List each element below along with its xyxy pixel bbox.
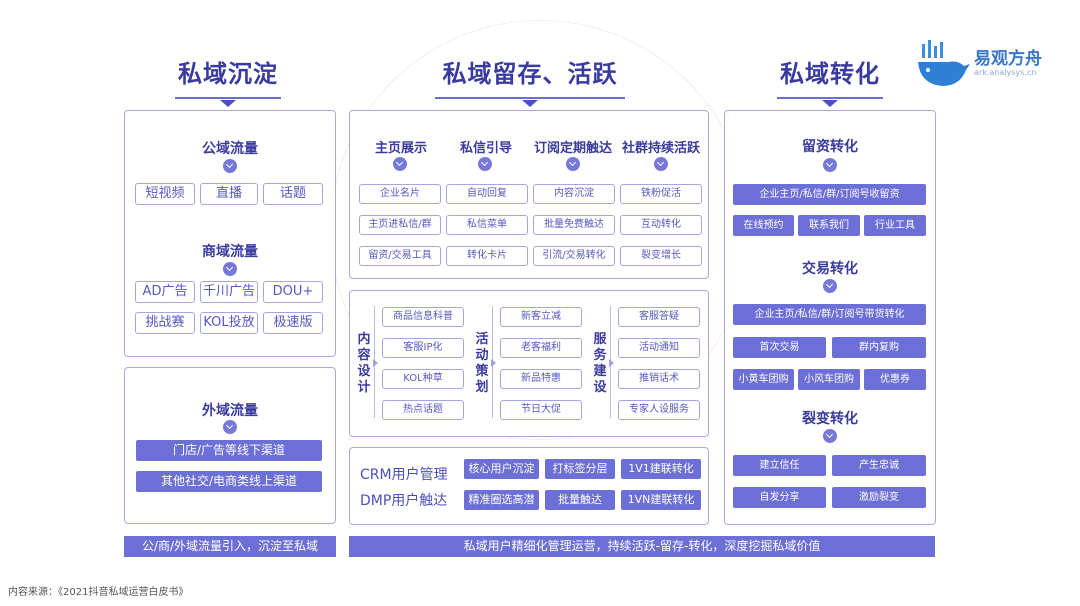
dmp-tag: 精准圈选高潜 <box>464 490 539 510</box>
chevron-down-icon <box>223 262 237 276</box>
chevron-down-icon <box>566 157 580 171</box>
business-traffic-tag: 挑战赛 <box>135 312 195 334</box>
design-tag: 热点话题 <box>382 400 464 420</box>
touchpoint-tag: 转化卡片 <box>446 246 528 266</box>
public-traffic-tag: 话题 <box>263 183 323 205</box>
content-design-label: 内容设计 <box>357 332 371 395</box>
trade-main-item: 企业主页/私信/群/订阅号带货转化 <box>733 304 926 325</box>
logo-url: ark.analysys.cn <box>974 68 1037 77</box>
external-channel-item: 门店/广告等线下渠道 <box>136 440 322 461</box>
trade-tag: 小风车团购 <box>798 369 860 390</box>
touchpoint-tag: 引流/交易转化 <box>533 246 615 266</box>
trade-conversion-title: 交易转化 <box>802 261 858 277</box>
lead-tag: 联系我们 <box>798 215 860 236</box>
touchpoint-tag: 自动回复 <box>446 184 528 204</box>
touchpoint-tag: 互动转化 <box>620 215 702 235</box>
chevron-down-icon <box>823 158 837 172</box>
fission-conversion-title: 裂变转化 <box>802 411 858 427</box>
touchpoint-tag: 批量免费触达 <box>533 215 615 235</box>
logo-name: 易观方舟 <box>974 49 1042 69</box>
chevron-down-icon <box>393 157 407 171</box>
design-tag: 老客福利 <box>500 338 582 358</box>
lead-conversion-title: 留资转化 <box>802 139 858 155</box>
design-tag: 客服IP化 <box>382 338 464 358</box>
trade-tag: 小黄车团购 <box>733 369 794 390</box>
public-traffic-tag: 直播 <box>200 183 258 205</box>
left-summary-bar: 公/商/外域流量引入，沉淀至私域 <box>124 536 336 557</box>
service-building-label: 服务建设 <box>593 332 607 395</box>
external-traffic-title: 外域流量 <box>202 403 258 419</box>
crm-tag: 1V1建联转化 <box>621 459 701 479</box>
trade-tag: 首次交易 <box>733 337 826 358</box>
touchpoint-tag: 留资/交易工具 <box>359 246 441 266</box>
business-traffic-tag: 千川广告 <box>200 281 258 303</box>
design-tag: 新品特惠 <box>500 369 582 389</box>
middle-column-title: 私域留存、活跃 <box>432 54 628 107</box>
design-tag: 推销话术 <box>618 369 700 389</box>
touchpoint-tag: 私信菜单 <box>446 215 528 235</box>
touchpoint-header: 订阅定期触达 <box>533 141 612 156</box>
touchpoint-header: 私信引导 <box>459 141 512 156</box>
dmp-tag: 1VN建联转化 <box>621 490 701 510</box>
trade-tag: 优惠券 <box>864 369 926 390</box>
business-traffic-tag: DOU+ <box>263 281 323 303</box>
design-tag: 商品信息科普 <box>382 307 464 327</box>
public-traffic-title: 公域流量 <box>202 141 258 157</box>
left-column-title: 私域沉淀 <box>172 54 284 107</box>
chevron-down-icon <box>823 429 837 443</box>
arrow-right-icon <box>609 359 614 367</box>
fission-tag: 激励裂变 <box>832 487 926 508</box>
right-column-title: 私域转化 <box>774 54 886 107</box>
whale-logo-icon <box>918 40 970 86</box>
touchpoint-header: 主页展示 <box>374 141 427 156</box>
chevron-down-icon <box>654 157 668 171</box>
crm-tag: 打标签分层 <box>545 459 615 479</box>
design-tag: 新客立减 <box>500 307 582 327</box>
lead-main-item: 企业主页/私信/群/订阅号收留资 <box>733 184 926 205</box>
chevron-down-icon <box>478 157 492 171</box>
touchpoint-tag: 企业名片 <box>359 184 441 204</box>
business-traffic-tag: 极速版 <box>263 312 323 334</box>
touchpoint-tag: 铁粉促活 <box>620 184 702 204</box>
dmp-tag: 批量触达 <box>545 490 615 510</box>
design-tag: 客服答疑 <box>618 307 700 327</box>
touchpoint-header: 社群持续活跃 <box>621 141 700 156</box>
content-source-note: 内容来源：《2021抖音私域运营白皮书》 <box>8 587 189 598</box>
chevron-down-icon <box>223 420 237 434</box>
arrow-right-icon <box>373 359 378 367</box>
chevron-down-icon <box>223 159 237 173</box>
chevron-down-icon <box>823 279 837 293</box>
design-tag: KOL种草 <box>382 369 464 389</box>
fission-tag: 建立信任 <box>733 455 826 476</box>
crm-label: CRM用户管理 <box>360 467 448 483</box>
external-channel-item: 其他社交/电商类线上渠道 <box>136 471 322 492</box>
design-tag: 活动通知 <box>618 338 700 358</box>
activity-planning-label: 活动策划 <box>475 332 489 395</box>
design-tag: 节日大促 <box>500 400 582 420</box>
crm-tag: 核心用户沉淀 <box>464 459 539 479</box>
business-traffic-tag: KOL投放 <box>200 312 258 334</box>
touchpoint-tag: 内容沉淀 <box>533 184 615 204</box>
lead-tag: 行业工具 <box>864 215 926 236</box>
touchpoint-tag: 裂变增长 <box>620 246 702 266</box>
arrow-right-icon <box>491 359 496 367</box>
fission-tag: 自发分享 <box>733 487 826 508</box>
trade-tag: 群内复购 <box>832 337 926 358</box>
middle-summary-bar: 私域用户精细化管理运营，持续活跃-留存-转化，深度挖掘私域价值 <box>349 536 935 557</box>
design-tag: 专家人设服务 <box>618 400 700 420</box>
lead-tag: 在线预约 <box>733 215 794 236</box>
business-traffic-tag: AD广告 <box>135 281 195 303</box>
dmp-label: DMP用户触达 <box>360 493 448 509</box>
business-traffic-title: 商域流量 <box>202 244 258 260</box>
public-traffic-tag: 短视频 <box>135 183 195 205</box>
touchpoint-tag: 主页进私信/群 <box>359 215 441 235</box>
fission-tag: 产生忠诚 <box>832 455 926 476</box>
